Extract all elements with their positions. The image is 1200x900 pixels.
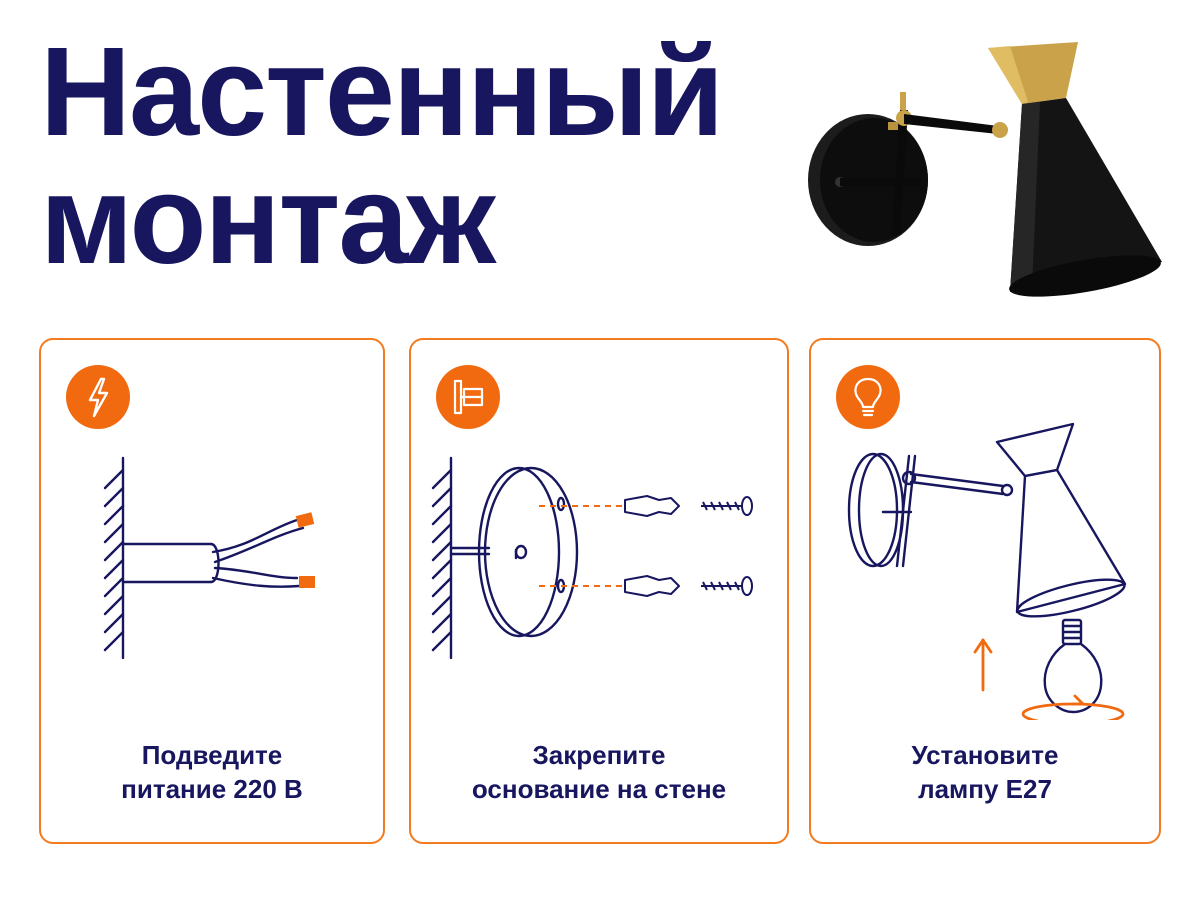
lamp-shade bbox=[988, 42, 1162, 297]
step-badge bbox=[836, 365, 900, 429]
step-caption-line-2: лампу E27 bbox=[918, 774, 1052, 804]
step-card-mount-base: Закрепите основание на стене bbox=[409, 338, 789, 844]
light-bulb-icon bbox=[854, 377, 882, 417]
lamp-arm bbox=[904, 114, 998, 134]
page-title-line-1: Настенный bbox=[40, 21, 724, 162]
step-card-power: Подведите питание 220 В bbox=[39, 338, 385, 844]
page-title: Настенный монтаж bbox=[40, 21, 724, 290]
step-badge bbox=[66, 365, 130, 429]
base-plate-illustration bbox=[431, 456, 753, 660]
step-caption: Закрепите основание на стене bbox=[411, 738, 787, 806]
lamp-vertical-post bbox=[892, 110, 908, 235]
cable-illustration bbox=[103, 456, 315, 660]
step-caption-line-1: Подведите bbox=[141, 740, 283, 770]
lightning-icon bbox=[88, 377, 109, 418]
lamp-install-illustration bbox=[847, 422, 1127, 720]
step-caption-line-1: Закрепите bbox=[532, 740, 666, 770]
step-caption-line-2: питание 220 В bbox=[121, 774, 303, 804]
step-card-install-bulb: Установите лампу E27 bbox=[809, 338, 1161, 844]
lamp-wall-rod bbox=[840, 178, 920, 186]
step-badge bbox=[436, 365, 500, 429]
lamp-brass-knob bbox=[900, 92, 906, 110]
wall-bracket-icon bbox=[453, 379, 484, 415]
step-caption: Подведите питание 220 В bbox=[41, 738, 383, 806]
page-title-line-2: монтаж bbox=[40, 149, 496, 290]
step-caption-line-2: основание на стене bbox=[471, 774, 727, 804]
wall-lamp-product-image bbox=[808, 42, 1162, 297]
step-caption: Установите лампу E27 bbox=[811, 738, 1159, 806]
step-caption-line-1: Установите bbox=[911, 740, 1059, 770]
